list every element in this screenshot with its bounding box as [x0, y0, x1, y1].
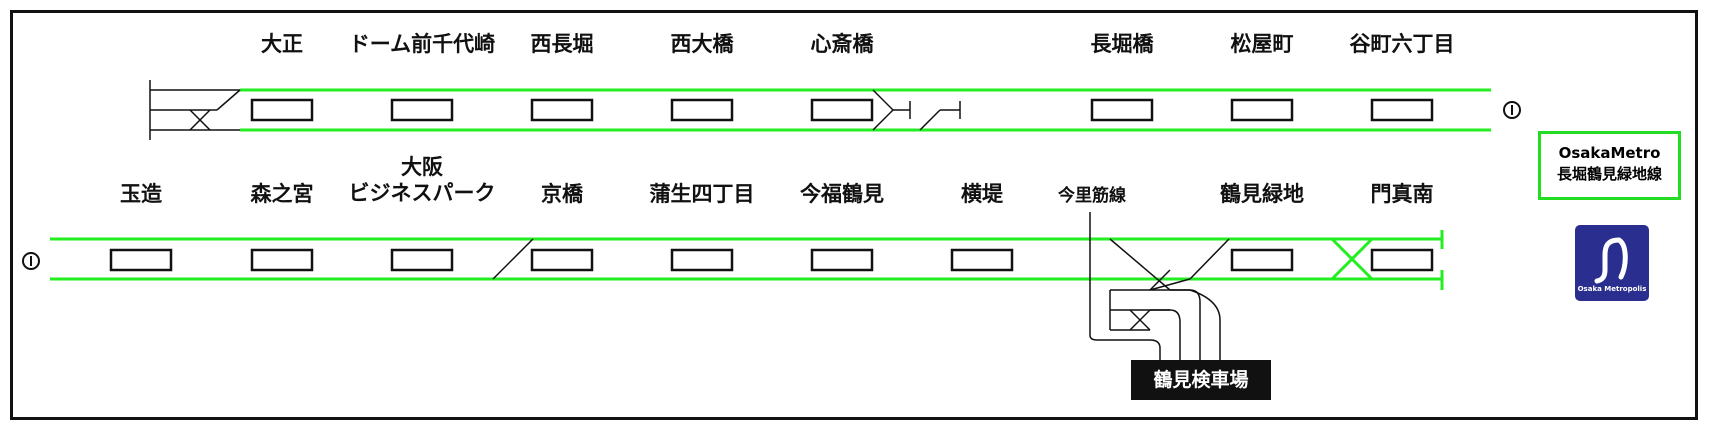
- station-label: 長堀橋: [1090, 32, 1154, 56]
- junction-label: 今里筋線: [1058, 186, 1126, 206]
- platform: [390, 98, 454, 122]
- platform: [250, 98, 314, 122]
- station-label: 谷町六丁目: [1349, 32, 1455, 56]
- station-label: 心斎橋: [810, 32, 874, 56]
- platform: [1370, 98, 1434, 122]
- station-label: 大正: [261, 32, 303, 56]
- platform: [250, 248, 314, 272]
- platform: [390, 248, 454, 272]
- platform: [670, 98, 734, 122]
- direction-marker-row1: [1503, 101, 1521, 119]
- logo-mark: [1594, 237, 1628, 284]
- platform: [950, 248, 1014, 272]
- station-label: 森之宮: [250, 182, 314, 206]
- platform: [530, 98, 594, 122]
- platform: [1090, 98, 1154, 122]
- legend-line-name: 長堀鶴見緑地線: [1556, 165, 1662, 183]
- platform: [1370, 248, 1434, 272]
- row2-crossover-b: [1330, 237, 1374, 281]
- station-label: 蒲生四丁目: [649, 182, 755, 206]
- depot-label: 鶴見検車場: [1131, 360, 1271, 400]
- station-label: 玉造: [120, 182, 162, 206]
- logo-caption: Osaka Metropolis: [1577, 285, 1647, 293]
- platform: [530, 248, 594, 272]
- legend-operator: OsakaMetro: [1558, 144, 1661, 162]
- platform: [810, 98, 874, 122]
- station-label: 西大橋: [670, 32, 734, 56]
- station-label: 門真南: [1370, 182, 1434, 206]
- station-label: 横堤: [961, 182, 1003, 206]
- direction-marker-row2: [22, 252, 40, 270]
- platform: [1230, 98, 1294, 122]
- line-legend: OsakaMetro 長堀鶴見緑地線: [1538, 131, 1681, 200]
- platform: [810, 248, 874, 272]
- station-label: 京橋: [541, 182, 583, 206]
- platform: [109, 248, 173, 272]
- platform: [670, 248, 734, 272]
- station-label: 今福鶴見: [800, 182, 884, 206]
- osaka-metro-logo-icon: Osaka Metropolis: [1575, 225, 1649, 301]
- station-label: 西長堀: [530, 32, 594, 56]
- diagram-frame: [10, 10, 1698, 420]
- station-label: 松屋町: [1230, 32, 1294, 56]
- station-label: ドーム前千代崎: [348, 32, 496, 56]
- station-label: 大阪 ビジネスパーク: [348, 155, 496, 205]
- station-label: 鶴見緑地: [1220, 182, 1304, 206]
- platform: [1230, 248, 1294, 272]
